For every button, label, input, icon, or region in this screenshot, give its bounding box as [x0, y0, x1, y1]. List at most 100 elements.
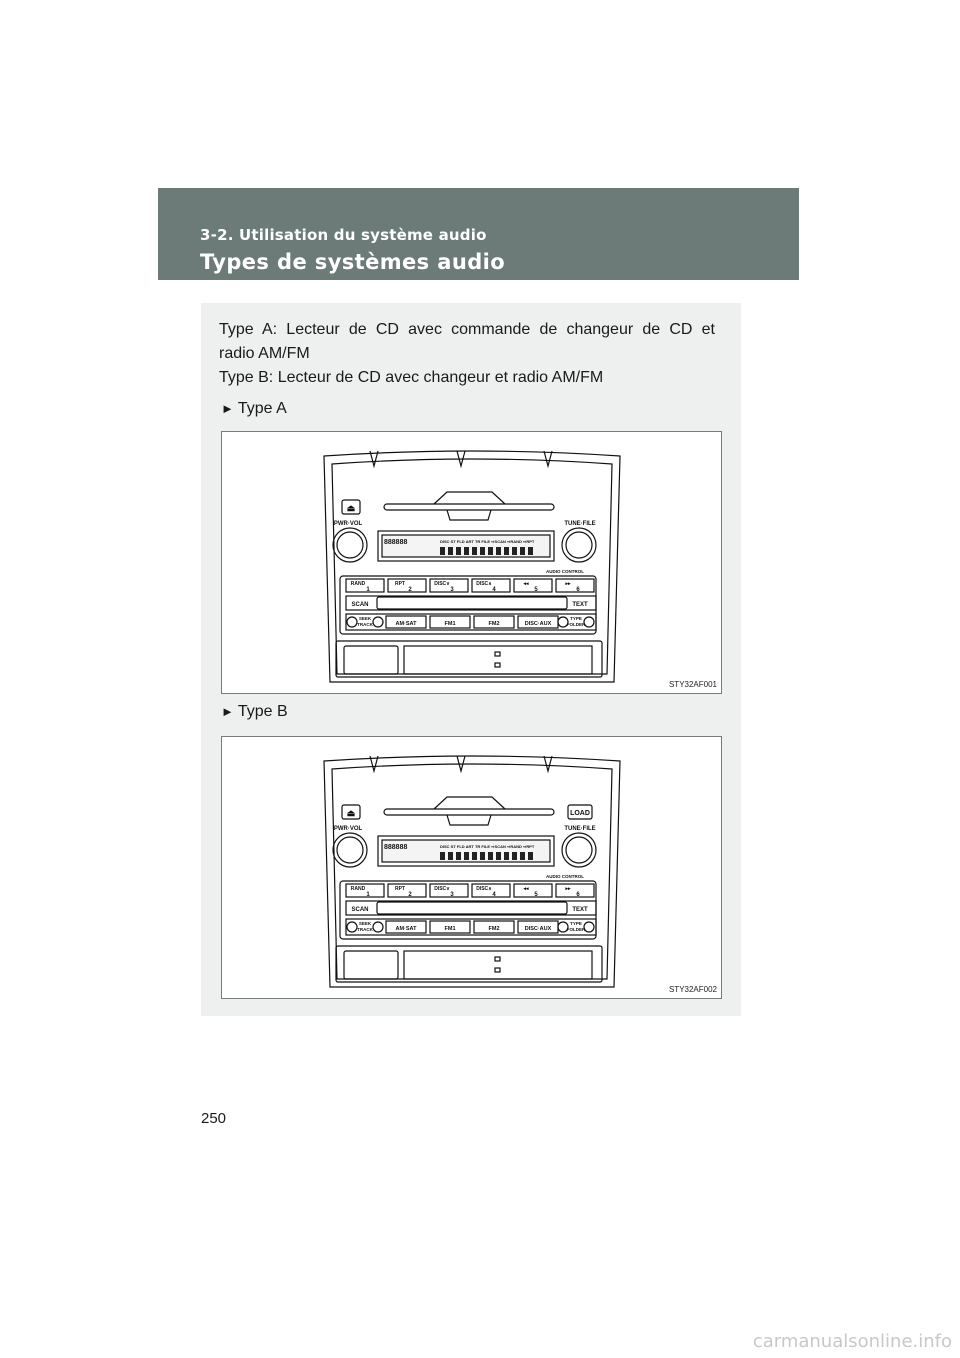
- preset-number: 6: [576, 587, 580, 593]
- eject-icon: ⏏: [347, 808, 356, 818]
- preset-number: 5: [534, 587, 538, 593]
- source-button: [473, 920, 515, 934]
- display-bar: [528, 547, 533, 555]
- source-row: [345, 918, 597, 936]
- clip-notch: [543, 450, 553, 469]
- preset-button: [345, 883, 385, 898]
- preset-number: 6: [576, 892, 580, 898]
- pwr-vol-knob-inner: [336, 836, 364, 864]
- eject-button: [341, 499, 361, 515]
- preset-number: 2: [408, 892, 412, 898]
- clip-notch: [456, 450, 466, 469]
- preset-top-label: ▸▸: [564, 886, 571, 892]
- display-bar: [520, 547, 525, 555]
- storage-lid: [403, 645, 593, 675]
- preset-top-label: DISC∧: [476, 886, 492, 892]
- display-segments: DISC ST FLD ART TR FILE ⇨SCAN ⇨RAND ⇨RPT: [440, 539, 535, 544]
- display-bar: [464, 547, 469, 555]
- pwr-vol-label: PWR·VOL: [334, 826, 363, 832]
- slot-lip: [446, 814, 492, 826]
- type-label: TYPE: [570, 921, 582, 926]
- figure-code: STY32AF002: [668, 985, 717, 994]
- clip-notch: [456, 755, 466, 774]
- slot-shroud: [433, 491, 506, 505]
- eject-icon: ⏏: [347, 503, 356, 513]
- preset-top-label: DISC∨: [434, 886, 450, 892]
- display-bar: [504, 852, 509, 860]
- preset-button: [387, 883, 427, 898]
- text-display-strip: [376, 901, 568, 915]
- source-label: AM·SAT: [396, 621, 418, 627]
- preset-top-label: RPT: [395, 581, 405, 587]
- page-title: Types de systèmes audio: [200, 250, 506, 274]
- tune-file-knob-inner: [565, 531, 593, 559]
- type-b-label: ►Type B: [221, 703, 288, 720]
- tune-file-label: TUNE·FILE: [564, 826, 595, 832]
- track-label: TRACK: [357, 927, 373, 932]
- display-bar: [472, 547, 477, 555]
- scan-text-row: [345, 900, 597, 916]
- preset-button: [471, 883, 511, 898]
- display-bar: [480, 852, 485, 860]
- tune-file-knob: [561, 832, 597, 868]
- watermark: carmanualsonline.info: [752, 1331, 952, 1352]
- preset-number: 5: [534, 892, 538, 898]
- seek-up-button: [372, 616, 384, 628]
- preset-top-label: ◂◂: [522, 886, 529, 892]
- preset-button: [471, 578, 511, 593]
- text-label: TEXT: [572, 602, 588, 608]
- display-bar: [488, 852, 493, 860]
- seek-down-button: [346, 616, 358, 628]
- intro-line-1: Type A: Lecteur de CD avec commande de c…: [219, 321, 715, 338]
- display-segments: DISC ST FLD ART TR FILE ⇨SCAN ⇨RAND ⇨RPT: [440, 844, 535, 849]
- preset-button: [513, 578, 553, 593]
- display-bar: [440, 547, 445, 555]
- seek-down-button: [346, 921, 358, 933]
- seek-label: SEEK: [359, 921, 372, 926]
- storage-bay: [335, 640, 603, 678]
- display-bar: [456, 547, 461, 555]
- preset-button: [555, 883, 595, 898]
- source-label: AM·SAT: [396, 926, 418, 932]
- preset-button: [429, 578, 469, 593]
- bezel-outer: [323, 450, 621, 683]
- type-up-button: [583, 921, 595, 933]
- preset-number: 3: [450, 587, 454, 593]
- text-display-strip: [376, 596, 568, 610]
- section-header: 3-2. Utilisation du système audio Types …: [158, 188, 799, 280]
- type-up-button: [583, 616, 595, 628]
- clip-notch: [543, 755, 553, 774]
- load-label: LOAD: [570, 810, 590, 817]
- tune-file-label: TUNE·FILE: [564, 521, 595, 527]
- preset-top-label: ▸▸: [564, 581, 571, 587]
- intro-line-2: radio AM/FM: [219, 345, 310, 362]
- intro-line-3: Type B: Lecteur de CD avec changeur et r…: [219, 369, 604, 386]
- preset-top-label: ◂◂: [522, 581, 529, 587]
- preset-top-label: RAND: [351, 886, 366, 892]
- display-bar: [488, 547, 493, 555]
- display-bar: [512, 852, 517, 860]
- cd-slot: [383, 503, 555, 511]
- source-label: FM2: [489, 621, 500, 627]
- source-button: [429, 920, 471, 934]
- scan-label: SCAN: [351, 602, 368, 608]
- lid-indicator: [494, 956, 501, 962]
- clip-notch: [369, 450, 379, 469]
- preset-top-label: RAND: [351, 581, 366, 587]
- display-frame: [377, 835, 555, 867]
- preset-top-label: DISC∨: [434, 581, 450, 587]
- type-label: TYPE: [570, 616, 582, 621]
- lid-indicator: [494, 967, 501, 973]
- storage-bay: [335, 945, 603, 983]
- source-label: FM2: [489, 926, 500, 932]
- preset-top-label: DISC∧: [476, 581, 492, 587]
- cd-slot: [383, 808, 555, 816]
- load-button: [567, 804, 593, 820]
- display-bar: [448, 852, 453, 860]
- type-a-label: ►Type A: [221, 400, 287, 417]
- type-down-button: [557, 616, 569, 628]
- display-bar: [480, 547, 485, 555]
